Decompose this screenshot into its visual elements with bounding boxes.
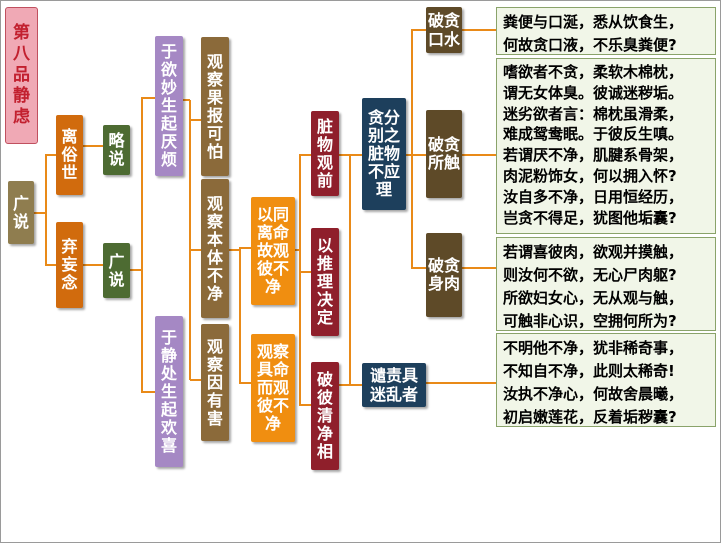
node-reasoning: 以推理决定: [311, 228, 339, 336]
node-impure-nature: 观察本体不净: [201, 179, 229, 318]
connector-root: [34, 154, 56, 266]
node-living-impure: 观察具命而观彼不净: [251, 334, 295, 442]
node-lifeless-impure: 以同离命故观彼不净: [251, 197, 295, 305]
connector-level3: [183, 99, 201, 381]
node-refute-purity: 破彼清净相: [311, 362, 339, 470]
connector-level5: [295, 154, 311, 406]
connector-level7: [406, 29, 426, 269]
verse-flesh: 若谓喜彼肉，欲观并摸触， 则汝何不欲，无心尸肉躯? 所欲妇女心，无从观与触， 可…: [496, 237, 716, 331]
node-extensive: 广说: [103, 243, 130, 298]
verse-saliva: 粪便与口涎，悉从饮食生， 何故贪口液，不乐臭粪便?: [496, 7, 716, 55]
verse-rebuke: 不明他不净，犹非稀奇事， 不知自不净，此则太稀奇! 汝执不净心，何故舍晨曦， 初…: [496, 333, 716, 427]
node-leave-world: 离俗世: [56, 115, 83, 195]
node-weary-desires: 于欲妙生起厌烦: [155, 36, 183, 176]
node-flesh: 破贪身肉: [426, 233, 462, 317]
node-abandon-thoughts: 弃妄念: [56, 222, 83, 308]
node-touch: 破贪所触: [426, 110, 462, 198]
connector-level4: [229, 247, 251, 384]
node-unreasonable-attachment: 贪分别之脏物不应理: [362, 98, 406, 210]
verse-touch: 嗜欲者不贪，柔软木棉枕， 谓无女体臭。彼诚迷秽垢。 迷劣欲者言：棉枕虽滑柔， 难…: [496, 58, 716, 234]
node-rebuke-deluded: 谴责具迷乱者: [362, 363, 426, 407]
connector-level1: [83, 145, 103, 266]
connector-level8: [426, 29, 496, 384]
chapter-title: 第八品 静虑: [5, 7, 38, 144]
node-fearful-results: 观察果报可怕: [201, 37, 229, 176]
node-delight-solitude: 于静处生起欢喜: [155, 316, 183, 467]
root-node: 广说: [8, 181, 34, 244]
node-harmful-causes: 观察因有害: [201, 324, 229, 441]
node-filth-view: 脏物观前: [311, 111, 339, 196]
connector-level6: [339, 154, 362, 386]
node-saliva: 破贪口水: [426, 7, 462, 53]
node-brief: 略说: [103, 125, 130, 175]
connector-level2: [130, 97, 155, 393]
